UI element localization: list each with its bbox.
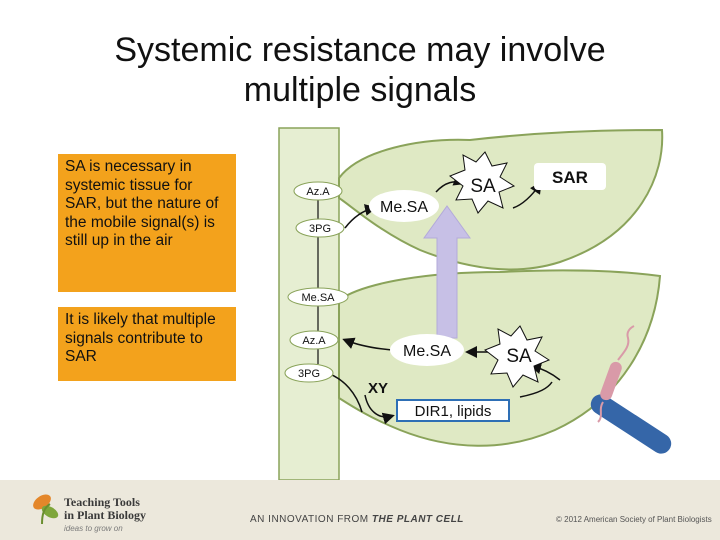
- slide-title: Systemic resistance may involve multiple…: [0, 30, 720, 110]
- pathogen-bacterium: [590, 325, 672, 454]
- aza-lower-label: Az.A: [302, 335, 326, 347]
- sa-lower-star: [483, 325, 551, 388]
- dir1-label: DIR1, lipids: [415, 403, 492, 420]
- aza-upper-bubble: [293, 181, 343, 201]
- logo-tagline: ideas to grow on: [64, 524, 123, 533]
- sar-label: SAR: [552, 168, 588, 187]
- title-line-2: multiple signals: [243, 71, 477, 109]
- sa-lower-label: SA: [506, 346, 532, 367]
- 3pg-upper-label: 3PG: [309, 223, 331, 235]
- dir1-box: [396, 399, 510, 422]
- systemic-resistance-diagram: Az.A 3PG Me.SA SA SAR Me.SA Az.A 3PG Me.…: [278, 127, 672, 480]
- title-line-1: Systemic resistance may involve: [114, 31, 606, 69]
- aza-lower-bubble: [289, 330, 339, 350]
- teaching-tools-logo-icon: [33, 494, 59, 525]
- footer-bar: Teaching Tools in Plant Biology ideas to…: [0, 480, 720, 540]
- multiple-signals-textbox: It is likely that multiple signals contr…: [58, 307, 236, 381]
- mobile-signal-arrow: [423, 205, 471, 339]
- xy-label: XY: [368, 380, 388, 397]
- aza-upper-label: Az.A: [306, 186, 330, 198]
- innovation-prefix: AN INNOVATION FROM: [250, 514, 372, 525]
- sa-necessary-textbox: SA is necessary in systemic tissue for S…: [58, 154, 236, 292]
- copyright-text: © 2012 American Society of Plant Biologi…: [556, 515, 712, 524]
- logo-line-1: Teaching Tools: [64, 495, 140, 509]
- 3pg-lower-bubble: [284, 363, 334, 383]
- innovation-credit: AN INNOVATION FROM THE PLANT CELL: [250, 514, 464, 525]
- arrow-xy-to-dir1: [364, 394, 395, 425]
- mesa-lower-bubble: [390, 334, 464, 366]
- mesa-stem-label: Me.SA: [301, 292, 335, 304]
- arrow-mesa-to-aza-lower: [342, 337, 393, 351]
- sar-box: [534, 163, 606, 190]
- logo-line-2: in Plant Biology: [64, 508, 147, 522]
- mesa-stem-bubble: [287, 287, 349, 307]
- sa-upper-star: [448, 151, 516, 214]
- sa-upper-label: SA: [470, 176, 496, 197]
- mesa-lower-label: Me.SA: [403, 343, 451, 360]
- innovation-journal: THE PLANT CELL: [371, 514, 464, 525]
- arrow-dir1-from-left: [519, 381, 553, 398]
- 3pg-lower-label: 3PG: [298, 368, 320, 380]
- mesa-upper-bubble: [369, 190, 439, 222]
- 3pg-upper-bubble: [295, 218, 345, 238]
- mesa-upper-label: Me.SA: [380, 199, 428, 216]
